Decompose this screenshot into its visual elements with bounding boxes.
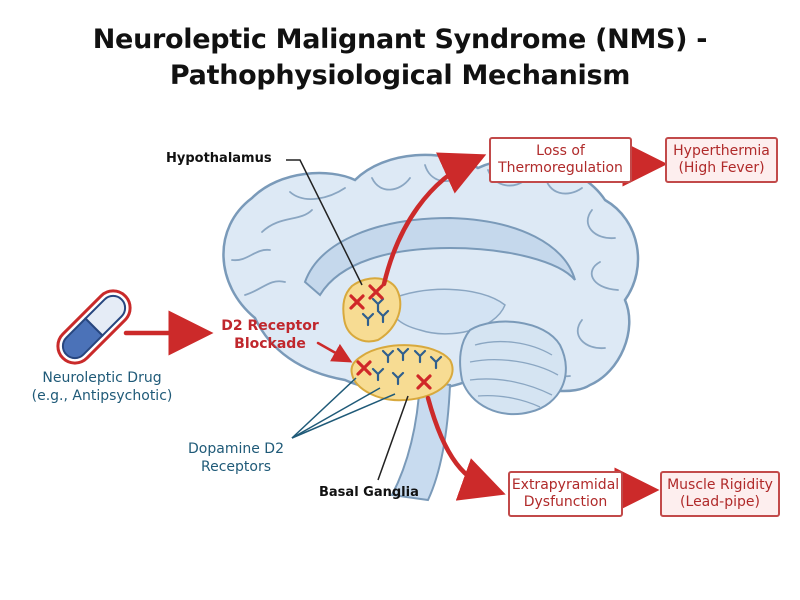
muscle-rigidity-box: Muscle Rigidity (Lead-pipe) (660, 471, 780, 517)
receptor-y-icon (429, 355, 443, 370)
receptor-y-icon (381, 349, 395, 364)
arrow-basal-ganglia-to-extrapyramidal (425, 395, 506, 501)
hyper-line-2: (High Fever) (678, 160, 765, 176)
blocked-x-icon (368, 284, 384, 300)
leader-basal-ganglia (377, 395, 409, 481)
loss-line-1: Loss of (536, 143, 585, 159)
drug-line-2: (e.g., Antipsychotic) (31, 388, 173, 404)
loss-thermoregulation-box: Loss of Thermoregulation (489, 137, 632, 183)
receptor-y-icon (361, 312, 375, 327)
receptor-y-icon (396, 347, 410, 362)
receptors-line-1: Dopamine D2 (188, 441, 284, 457)
brainstem (390, 378, 452, 502)
extra-line-1: Extrapyramidal (511, 477, 620, 493)
title-line-1: Neuroleptic Malignant Syndrome (NMS) - (92, 24, 708, 55)
leader-receptors-c (291, 393, 396, 439)
drug-line-1: Neuroleptic Drug (42, 370, 162, 386)
hypothalamus-label: Hypothalamus (166, 151, 272, 166)
basal-ganglia-label: Basal Ganglia (319, 485, 419, 500)
leader-receptors-a (291, 377, 357, 439)
receptor-y-icon (376, 309, 390, 324)
arrow-blockade-to-basal-ganglia (316, 341, 353, 363)
receptor-y-icon (371, 297, 385, 312)
receptor-y-icon (371, 367, 385, 382)
hyperthermia-box: Hyperthermia (High Fever) (665, 137, 778, 183)
d2-blockade-line-1: D2 Receptor (221, 318, 319, 334)
receptor-y-icon (413, 349, 427, 364)
extrapyramidal-box: Extrapyramidal Dysfunction (508, 471, 623, 517)
blocked-x-icon (349, 294, 365, 310)
dopamine-receptors-label: Dopamine D2 Receptors (178, 440, 294, 476)
cerebellum (459, 320, 567, 416)
receptors-line-2: Receptors (200, 459, 271, 475)
corpus-callosum (303, 216, 576, 297)
hypothalamus-nucleus (342, 277, 402, 343)
arrow-hypothalamus-to-thermoregulation (381, 152, 487, 287)
receptor-y-icon (391, 371, 405, 386)
d2-blockade-label: D2 Receptor Blockade (208, 317, 332, 353)
title-line-2: Pathophysiological Mechanism (169, 60, 631, 91)
neuroleptic-drug-label: Neuroleptic Drug (e.g., Antipsychotic) (18, 369, 186, 405)
rigid-line-2: (Lead-pipe) (680, 494, 760, 510)
blocked-x-icon (416, 374, 432, 390)
diagram-title: Neuroleptic Malignant Syndrome (NMS) - P… (0, 22, 800, 94)
blocked-x-icon (356, 360, 372, 376)
leader-receptors-b (291, 387, 381, 439)
leader-hypothalamus (286, 159, 363, 286)
rigid-line-1: Muscle Rigidity (667, 477, 773, 493)
d2-blockade-line-2: Blockade (234, 336, 306, 352)
extra-line-2: Dysfunction (523, 494, 608, 510)
pill-capsule-icon (56, 289, 132, 365)
hyper-line-1: Hyperthermia (673, 143, 770, 159)
loss-line-2: Thermoregulation (498, 160, 623, 176)
